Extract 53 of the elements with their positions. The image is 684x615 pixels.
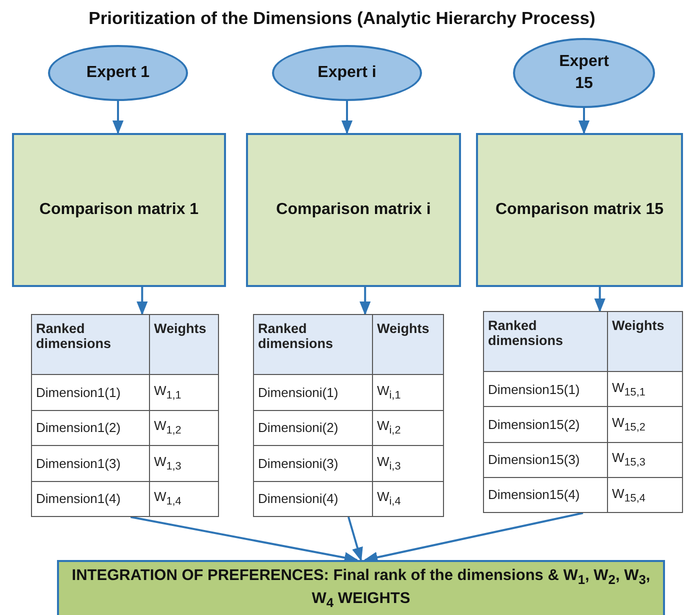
ranking-table xyxy=(483,311,683,513)
table-cell: W$_{15,3}$ xyxy=(608,442,682,478)
result-box xyxy=(57,560,665,615)
result-label: INTEGRATION OF PREFERENCES: Final rank of the dimensions & W$_{1}$, W$_{2}$, W$_{3}$, W$_{4}$ WEIGHTS xyxy=(70,566,652,612)
table-cell: W$_{i,4}$ xyxy=(372,481,444,516)
table-cell: Ranked dimensions xyxy=(484,312,608,372)
matrix-box xyxy=(246,133,461,287)
matrix-label: Comparison matrix i xyxy=(276,200,431,220)
table-cell: W$_{15,2}$ xyxy=(608,406,682,442)
arrow xyxy=(341,101,353,134)
table-cell: Dimension15(1) xyxy=(484,372,608,407)
expert-label: Expert i xyxy=(318,63,376,84)
table-cell: W$_{i,3}$ xyxy=(372,446,444,481)
table-cell: Dimension15(4) xyxy=(484,477,608,512)
table-cell: W$_{1,3}$ xyxy=(150,446,218,481)
table-cell: W$_{15,4}$ xyxy=(608,477,682,512)
table-cell: Weights xyxy=(150,314,218,374)
matrix-box xyxy=(12,133,226,287)
matrix-label: Comparison matrix 15 xyxy=(495,200,664,220)
table-cell: Dimension1(2) xyxy=(32,410,150,446)
table-cell: Ranked dimensions xyxy=(32,314,150,374)
table-cell: Dimension1(4) xyxy=(32,481,150,516)
table-cell: Weights xyxy=(372,314,444,374)
table-cell: Dimension1(3) xyxy=(32,446,150,481)
table-cell: Dimension15(3) xyxy=(484,442,608,478)
expert-label: Expert 1 xyxy=(86,63,150,84)
table-cell: Dimensioni(2) xyxy=(254,410,372,446)
arrow xyxy=(364,512,584,563)
ranking-table xyxy=(253,314,444,517)
matrix-label: Comparison matrix 1 xyxy=(39,200,199,220)
table-cell: W$_{1,2}$ xyxy=(150,410,218,446)
table-cell: Dimensioni(1) xyxy=(254,374,372,410)
arrow xyxy=(578,108,590,134)
diagram-title: Prioritization of the Dimensions (Analytic Hierarchy Process) xyxy=(88,8,596,29)
matrix-box xyxy=(476,133,683,287)
table-cell: W$_{1,4}$ xyxy=(150,481,218,516)
arrow xyxy=(112,101,124,134)
table-cell: W$_{15,1}$ xyxy=(608,372,682,407)
arrow xyxy=(348,516,363,562)
table-cell: W$_{i,2}$ xyxy=(372,410,444,446)
table-cell: Dimensioni(4) xyxy=(254,481,372,516)
ranking-table xyxy=(31,314,219,517)
table-cell: W$_{i,1}$ xyxy=(372,374,444,410)
table-cell: Dimensioni(3) xyxy=(254,446,372,481)
arrow xyxy=(594,287,606,312)
table-cell: Dimension15(2) xyxy=(484,406,608,442)
table-cell: W$_{1,1}$ xyxy=(150,374,218,410)
arrow xyxy=(360,287,371,316)
table-cell: Weights xyxy=(608,312,682,372)
table-cell: Dimension1(1) xyxy=(32,374,150,410)
table-cell: Ranked dimensions xyxy=(254,314,372,374)
expert-label: Expert 15 xyxy=(558,52,610,94)
arrow xyxy=(136,287,148,316)
